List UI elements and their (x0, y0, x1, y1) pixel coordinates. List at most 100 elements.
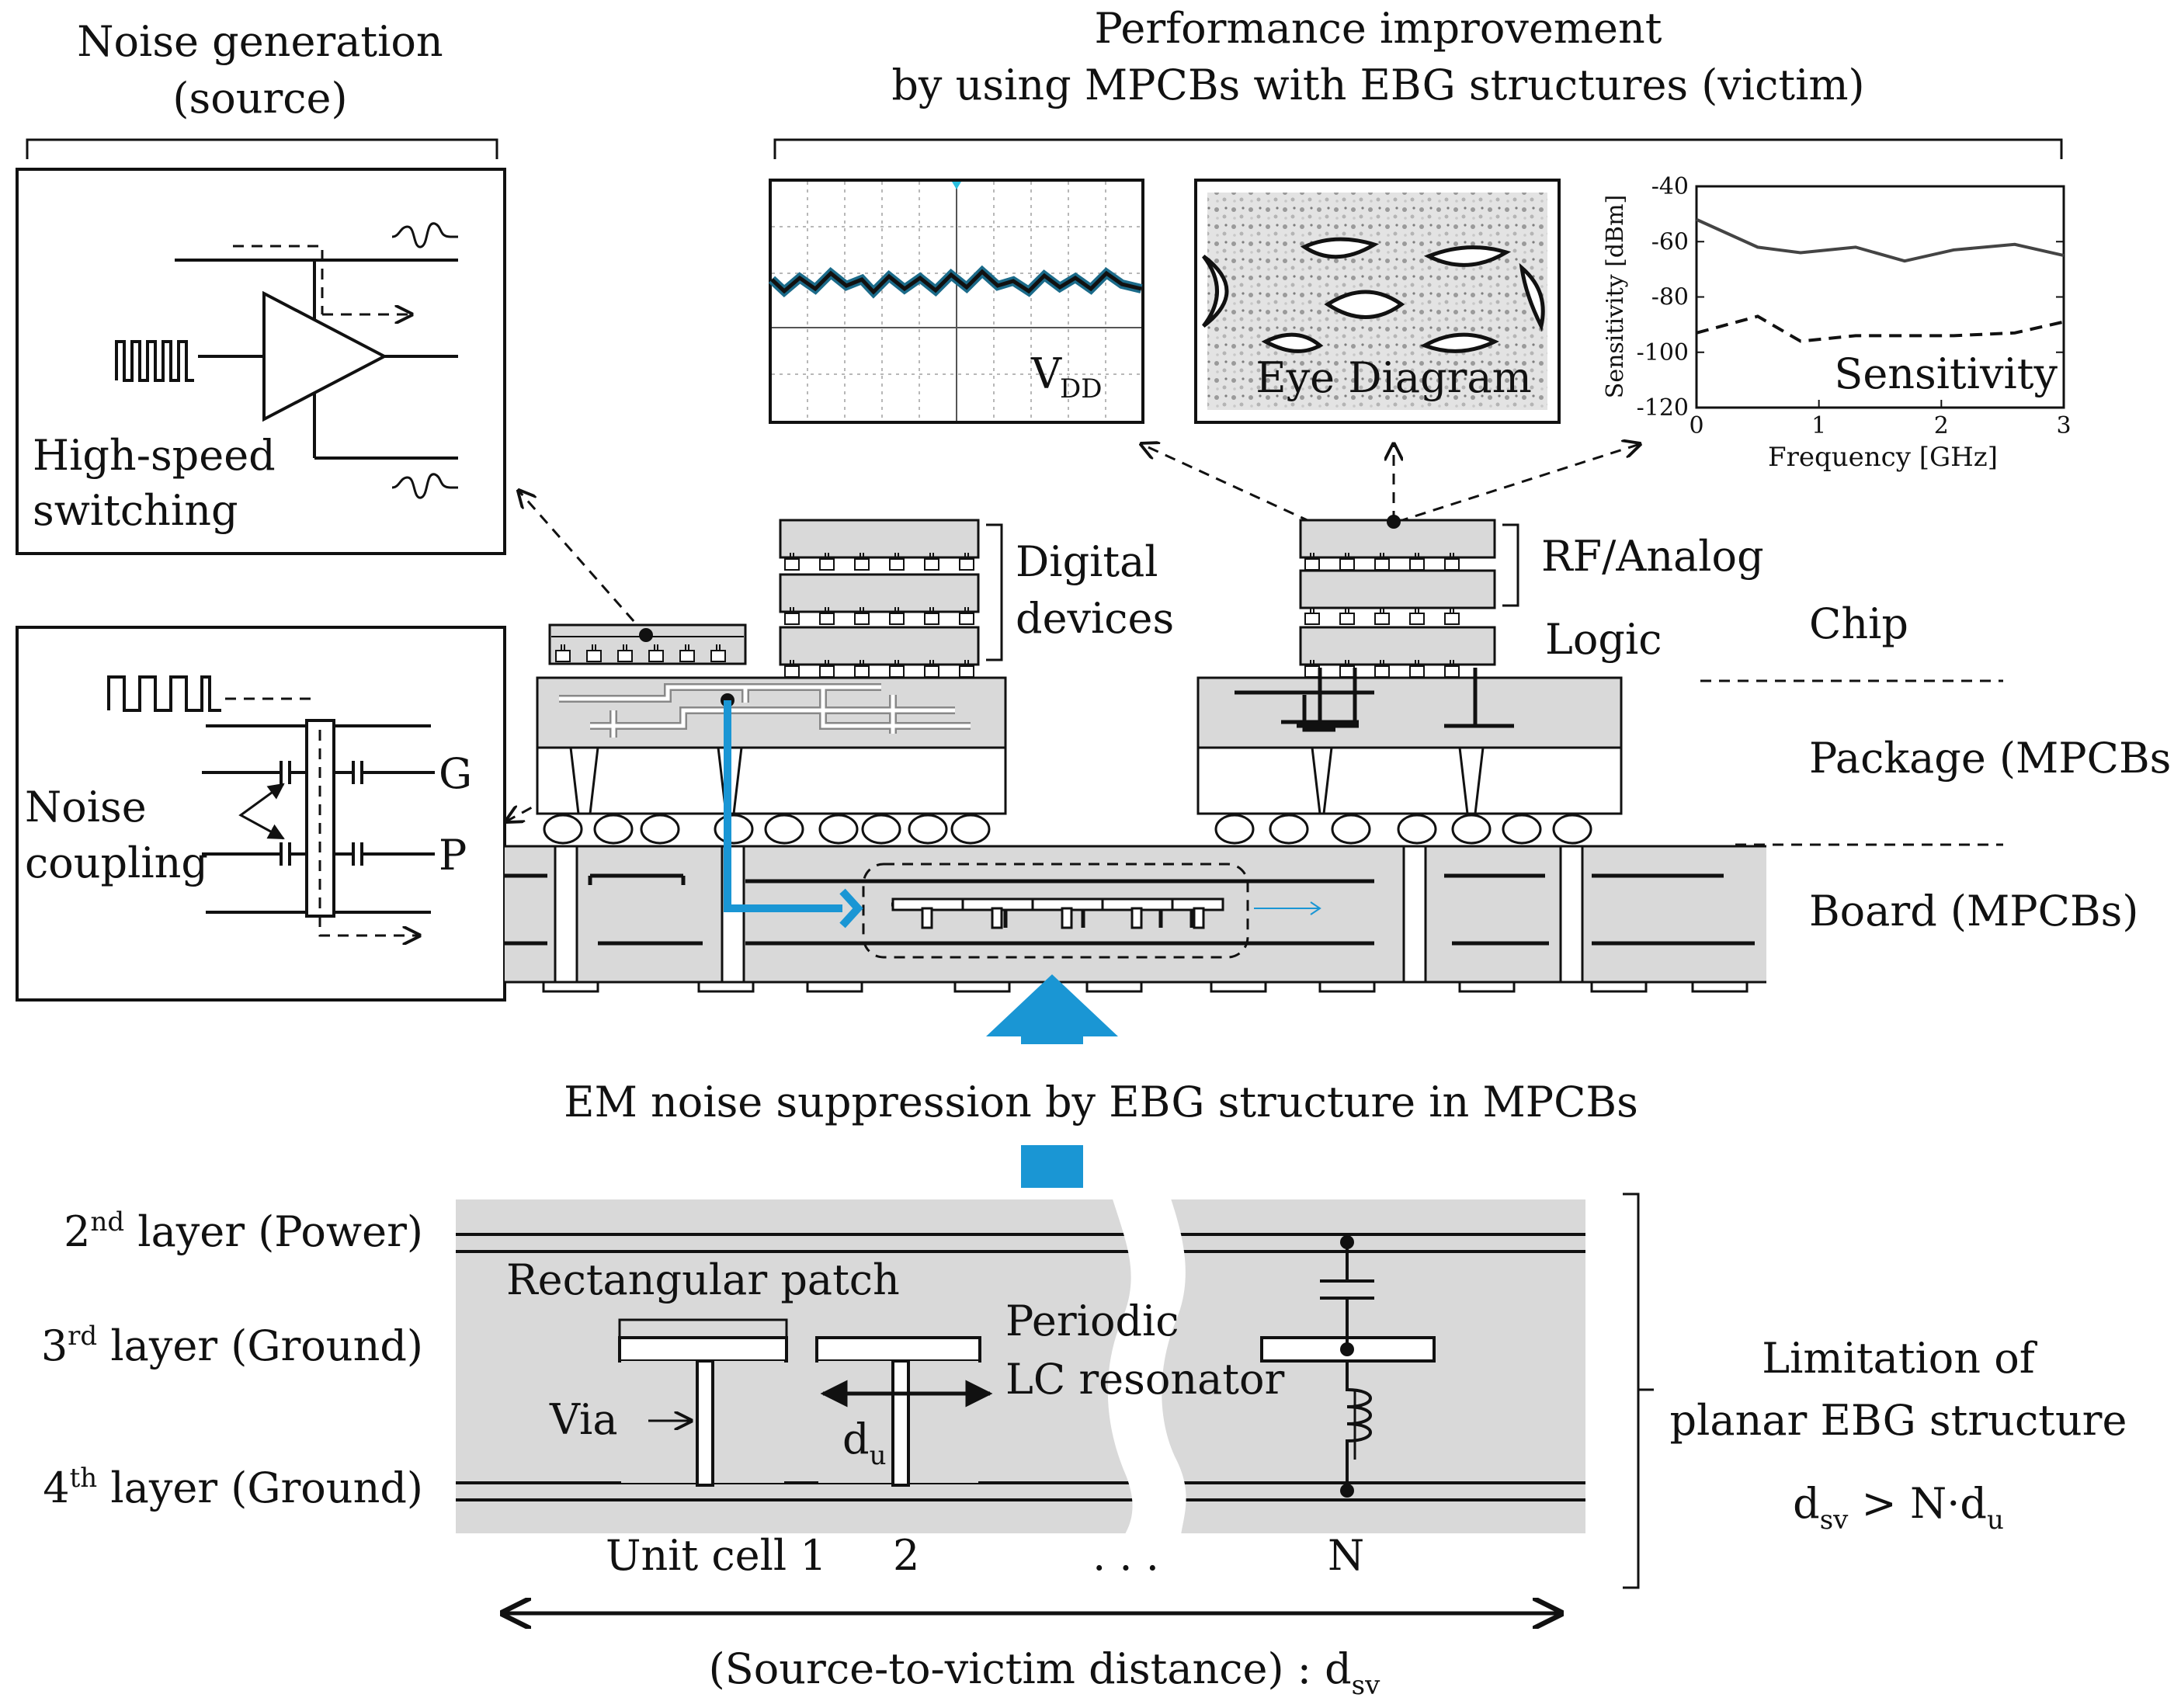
layer3-label: 3rd layer (Ground) (41, 1321, 423, 1370)
solder-bump (679, 650, 695, 662)
svg-text:LC resonator: LC resonator (1005, 1355, 1285, 1404)
board (505, 814, 1766, 993)
svg-text:Unit cell 1: Unit cell 1 (606, 1531, 827, 1580)
y-tick-label: -60 (1651, 228, 1689, 255)
svg-text:Digital: Digital (1016, 537, 1158, 586)
bump-pillar (1450, 660, 1454, 666)
pulse-train-icon (107, 675, 221, 712)
solder-bump (819, 558, 835, 571)
solder-bump (784, 613, 800, 625)
patch-bracket (618, 1318, 788, 1338)
bump-pillar (790, 553, 794, 559)
solder-bump (1444, 558, 1460, 571)
board-pad (1691, 981, 1749, 993)
bump-pillar (964, 607, 969, 613)
board-pad (542, 981, 599, 993)
limitation-note: Limitation of planar EBG structure dsv >… (1670, 1334, 2127, 1536)
bump-pillar (860, 553, 864, 559)
solder-ball (1451, 814, 1492, 845)
svg-text:(source): (source) (172, 74, 347, 123)
bump-pillar (1310, 607, 1314, 613)
x-tick-label: 3 (2056, 412, 2071, 439)
ebg-highlight (862, 863, 1249, 959)
svg-text:P: P (439, 831, 467, 880)
solder-ball (714, 814, 754, 845)
solder-bump (1304, 613, 1320, 625)
solder-bump (819, 613, 835, 625)
bump-pillar (1415, 553, 1419, 559)
bump-pillar (1380, 553, 1384, 559)
bump-pillar (929, 607, 934, 613)
layer2-label: 2nd layer (Power) (64, 1206, 423, 1256)
victim-title: Performance improvement by using MPCBs w… (773, 4, 2063, 159)
svg-text:G: G (439, 749, 472, 798)
y-tick-label: -80 (1651, 284, 1689, 311)
svg-text:Rectangular patch: Rectangular patch (506, 1255, 900, 1304)
x-axis-label: Frequency [GHz] (1768, 442, 1998, 473)
svg-text:High-speed: High-speed (33, 431, 276, 480)
bump-pillar (1450, 553, 1454, 559)
solder-ball (1502, 814, 1542, 845)
board-pad (806, 981, 863, 993)
solder-bump (1304, 665, 1320, 678)
layer4-label: 4th layer (Ground) (43, 1463, 423, 1512)
svg-text:switching: switching (33, 486, 238, 535)
du-label: du (842, 1415, 886, 1471)
inductor-icon (1346, 1361, 1372, 1491)
limitation-brace (1623, 1192, 1654, 1589)
bump-pillar (685, 644, 689, 651)
bump-pillar (1345, 660, 1349, 666)
digital-stack: Digital devices (779, 519, 1174, 678)
solder-ball (818, 814, 859, 845)
right-package (1196, 668, 1623, 815)
coupling-box: Noise coupling G P (16, 626, 506, 1002)
series-line-dashed (1696, 314, 2065, 343)
solder-bump (959, 665, 974, 678)
svg-text:Logic: Logic (1545, 615, 1662, 664)
bump-pillar (561, 644, 565, 651)
solder-bump (1374, 665, 1390, 678)
y-tick-label: -100 (1637, 339, 1689, 366)
distance-label: (Source-to-victim distance) : dsv (709, 1644, 1380, 1701)
solder-bump (924, 613, 939, 625)
bump-pillar (623, 644, 627, 651)
solder-ball (1331, 814, 1371, 845)
svg-text:Performance improvement: Performance improvement (1094, 4, 1662, 53)
svg-text:Periodic: Periodic (1005, 1297, 1179, 1345)
noise-waveform-icon (391, 222, 458, 248)
bump-pillar (964, 660, 969, 666)
board-pad (1590, 981, 1648, 993)
noise-waveform-icon (391, 473, 458, 499)
solder-bump (1374, 613, 1390, 625)
solder-bump (854, 665, 870, 678)
suppression-arrow: EM noise suppression by EBG structure in… (564, 974, 1638, 1188)
solder-bump (854, 558, 870, 571)
svg-text:by using MPCBs with EBG struct: by using MPCBs with EBG structures (vict… (891, 61, 1864, 109)
bump-pillar (964, 553, 969, 559)
ebg-cross-section: 2nd layer (Power) 3rd layer (Ground) 4th… (41, 1192, 1654, 1701)
source-title: Noise generation (source) (26, 17, 498, 159)
bump-pillar (1345, 607, 1349, 613)
solder-bump (710, 650, 726, 662)
svg-text:RF/Analog: RF/Analog (1541, 532, 1764, 581)
bump-pillar (790, 660, 794, 666)
board-pad (697, 981, 755, 993)
solder-bump (1374, 558, 1390, 571)
x-tick-label: 0 (1689, 412, 1703, 439)
solder-bump (1444, 613, 1460, 625)
source-box: High-speed switching (16, 168, 506, 555)
bump-pillar (1380, 660, 1384, 666)
solder-ball (593, 814, 634, 845)
svg-text:V: V (1030, 349, 1062, 398)
svg-text:planar EBG structure: planar EBG structure (1670, 1396, 2127, 1445)
solder-bump (1409, 613, 1425, 625)
solder-ball (950, 814, 991, 845)
solder-ball (908, 814, 948, 845)
bump-pillar (1310, 553, 1314, 559)
layer-labels: Chip Package (MPCBs) Board (MPCBs) (1700, 599, 2174, 936)
eye-diagram-panel: Eye Diagram (1194, 179, 1561, 424)
solder-bump (1409, 558, 1425, 571)
solder-bump (586, 650, 602, 662)
solder-bump (1339, 665, 1355, 678)
